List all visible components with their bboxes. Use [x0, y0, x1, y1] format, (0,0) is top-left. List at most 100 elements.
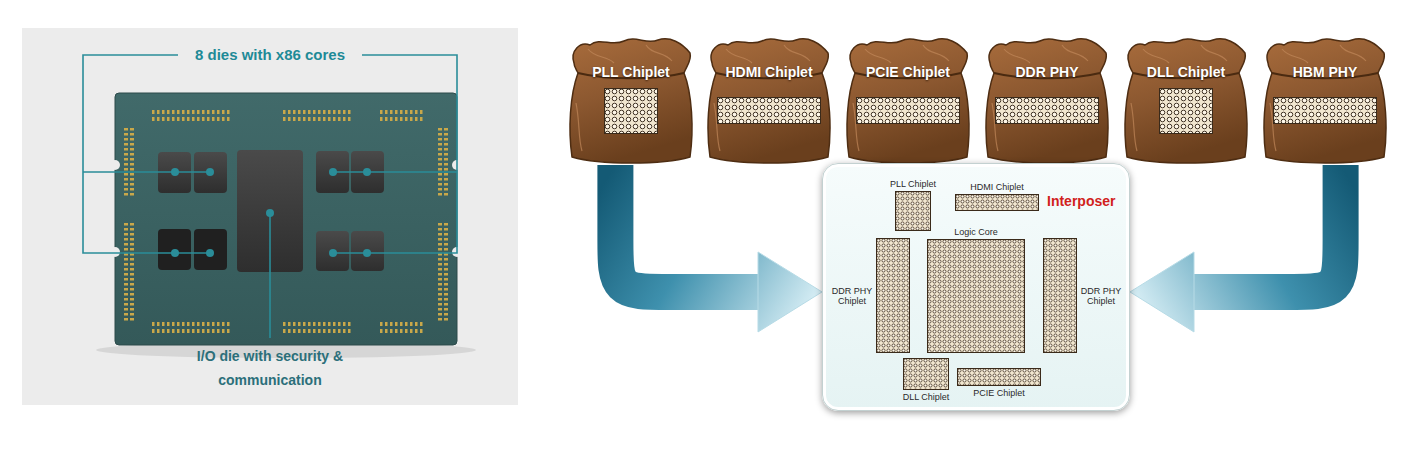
- gold-pad: [222, 322, 225, 326]
- gold-pad: [333, 117, 336, 121]
- gold-pad: [217, 117, 220, 121]
- gold-pad: [385, 110, 388, 114]
- gold-pad: [444, 173, 448, 176]
- gold-pad: [124, 233, 128, 236]
- gold-pad: [438, 193, 442, 196]
- grid-ground: [1044, 239, 1077, 353]
- chiplet-label: HBM PHY: [1260, 63, 1390, 81]
- chiplet-die: DDR PHY Chiplet: [1043, 238, 1123, 353]
- gold-pad: [172, 329, 175, 333]
- grid-ground: [996, 98, 1099, 124]
- gold-pad: [395, 117, 398, 121]
- gold-pad: [348, 322, 351, 326]
- gold-pad: [130, 268, 134, 271]
- core-die: [351, 231, 384, 271]
- bag-body: [847, 39, 969, 163]
- gold-pad: [212, 110, 215, 114]
- gold-pad: [438, 243, 442, 246]
- leader-dot: [206, 249, 214, 257]
- grid-ground: [718, 98, 821, 124]
- bump-grid: [1274, 98, 1377, 124]
- gold-pad: [415, 117, 418, 121]
- chiplet-bag: PCIE Chiplet: [843, 33, 973, 165]
- gold-pad: [438, 188, 442, 191]
- gold-pad: [328, 329, 331, 333]
- gold-pad: [438, 258, 442, 261]
- arrow-shaft: [1192, 165, 1341, 292]
- gold-pad: [157, 329, 160, 333]
- chiplet-label: PLL Chiplet: [566, 63, 696, 81]
- gold-pad: [298, 117, 301, 121]
- gold-pad: [217, 110, 220, 114]
- chiplet-label: DLL Chiplet: [903, 392, 950, 402]
- gold-pad: [444, 258, 448, 261]
- chiplet-label: HDMI Chiplet: [704, 63, 834, 81]
- gold-pad: [130, 173, 134, 176]
- chiplet-label: DDR PHY: [982, 63, 1112, 81]
- gold-pad: [124, 133, 128, 136]
- gold-pad: [444, 153, 448, 156]
- gold-pad: [192, 117, 195, 121]
- gold-pad: [438, 153, 442, 156]
- bag-body: [1125, 39, 1247, 163]
- gold-pad: [177, 329, 180, 333]
- gold-pad: [167, 329, 170, 333]
- gold-pad: [130, 283, 134, 286]
- gold-pad: [288, 329, 291, 333]
- chiplet-bumps: [903, 358, 949, 390]
- gold-pad: [444, 248, 448, 251]
- leader-line: [269, 213, 271, 338]
- gold-pad: [444, 168, 448, 171]
- bump-grid: [857, 98, 960, 124]
- gold-pad: [438, 158, 442, 161]
- gold-pad: [438, 313, 442, 316]
- gold-pad: [444, 178, 448, 181]
- gold-pad: [130, 293, 134, 296]
- gold-pad: [444, 128, 448, 131]
- leader-dot: [329, 249, 337, 257]
- gold-pad: [444, 193, 448, 196]
- leader-lines: [83, 55, 457, 338]
- gold-pad: [444, 138, 448, 141]
- gold-pad: [415, 329, 418, 333]
- chiplet-label: PCIE Chiplet: [843, 63, 973, 81]
- bump-grid: [605, 89, 658, 134]
- gold-pad: [130, 298, 134, 301]
- gold-pad: [212, 117, 215, 121]
- grid-ground: [956, 195, 1039, 211]
- gold-pad: [333, 110, 336, 114]
- gold-pad: [124, 258, 128, 261]
- gold-pad: [380, 322, 383, 326]
- gold-pad: [410, 117, 413, 121]
- callout-label: I/O die with security & communication: [160, 344, 380, 392]
- gold-pad: [202, 110, 205, 114]
- gold-pad: [313, 322, 316, 326]
- gold-pad: [217, 322, 220, 326]
- core-die: [158, 229, 191, 270]
- gold-pad: [130, 263, 134, 266]
- gold-pad: [444, 223, 448, 226]
- gold-pad: [348, 117, 351, 121]
- chiplet-label: Logic Core: [954, 227, 998, 237]
- leader-line: [175, 252, 210, 254]
- gold-pad: [202, 322, 205, 326]
- gold-pad: [444, 303, 448, 306]
- gold-pad: [400, 110, 403, 114]
- gold-pad: [410, 110, 413, 114]
- chiplet-bumps: [1043, 238, 1077, 353]
- gold-pad: [124, 178, 128, 181]
- chiplet-bag: HDMI Chiplet: [704, 33, 834, 165]
- gold-pad: [438, 308, 442, 311]
- gold-pad: [444, 148, 448, 151]
- gold-pad: [444, 318, 448, 321]
- gold-pad: [130, 288, 134, 291]
- gold-pad: [328, 110, 331, 114]
- gold-pad: [124, 148, 128, 151]
- gold-pad: [444, 278, 448, 281]
- gold-pad: [438, 163, 442, 166]
- gold-pad: [444, 268, 448, 271]
- gold-pad: [187, 110, 190, 114]
- interposer-label: Interposer: [1047, 192, 1115, 210]
- gold-pad: [130, 303, 134, 306]
- gold-pad: [395, 110, 398, 114]
